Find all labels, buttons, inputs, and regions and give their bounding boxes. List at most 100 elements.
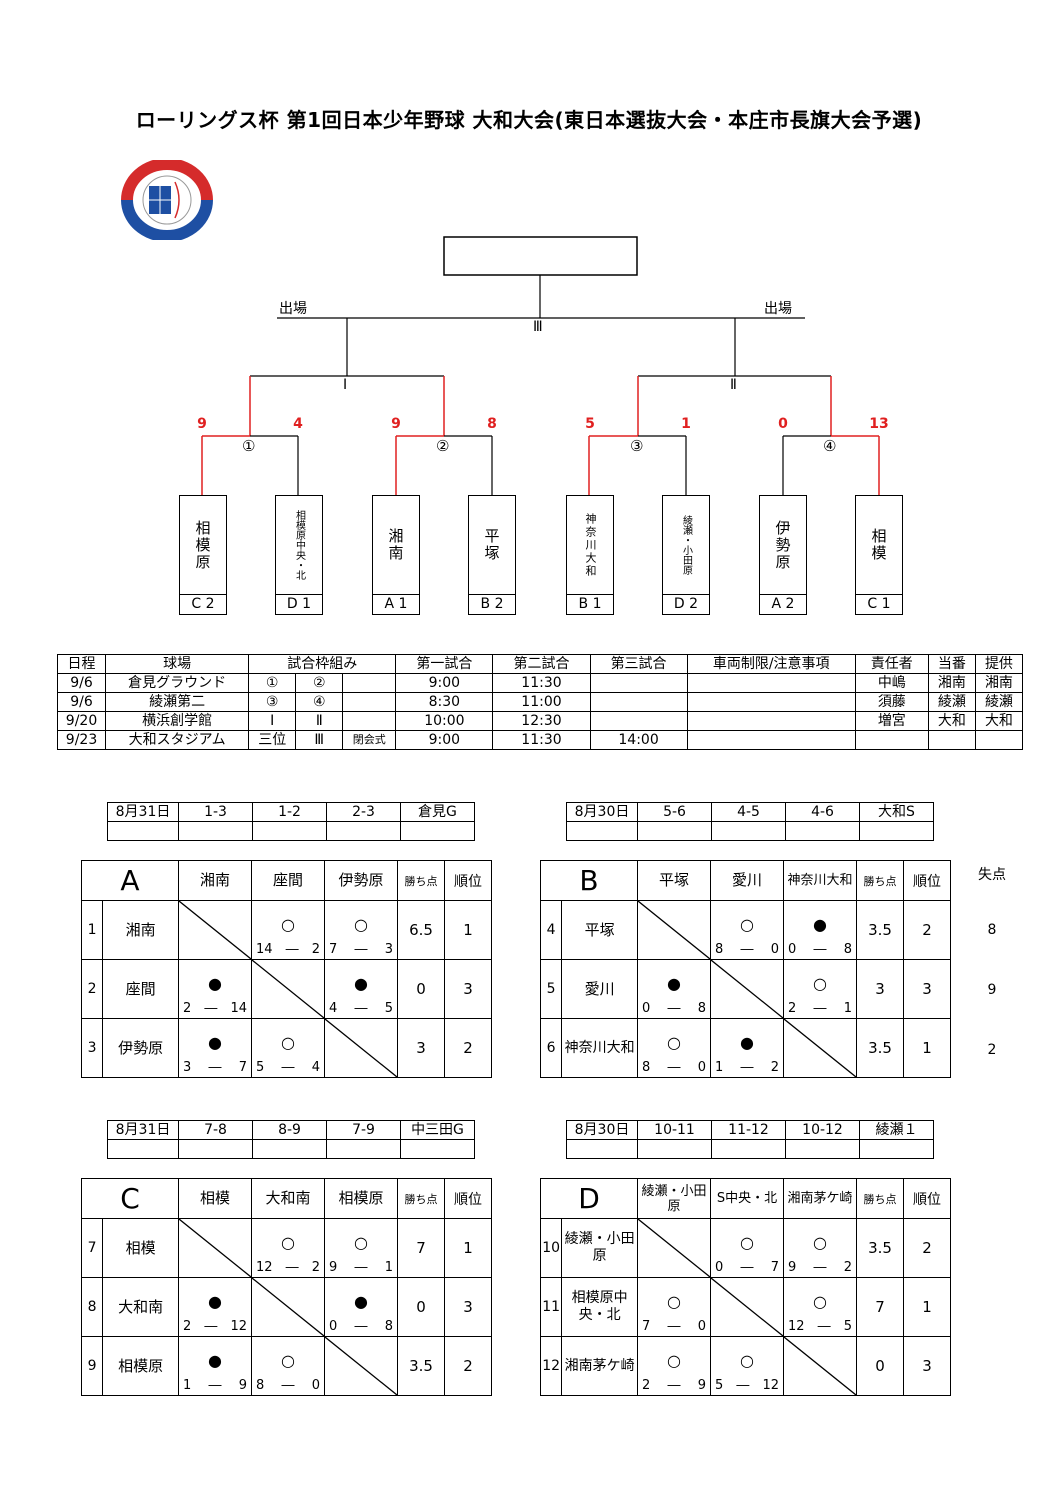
team-rank: 2 bbox=[444, 1018, 492, 1078]
win-mark: ○ bbox=[740, 915, 754, 934]
score-opp: 9 bbox=[697, 1378, 706, 1393]
league-letter: C bbox=[81, 1178, 179, 1219]
score-dash: ― bbox=[667, 1319, 681, 1334]
schedule-header: 球場 bbox=[105, 654, 250, 674]
result-cell: ○8―0 bbox=[637, 1018, 711, 1078]
score-own: 5 bbox=[256, 1060, 265, 1075]
result-cell: ○0―7 bbox=[710, 1218, 784, 1278]
loss-mark: ● bbox=[354, 1292, 368, 1311]
team-points: 3 bbox=[397, 1018, 445, 1078]
game-score: 12―5 bbox=[788, 1319, 852, 1334]
game-score: 2―12 bbox=[183, 1319, 247, 1334]
score-own: 1 bbox=[183, 1378, 192, 1393]
schedule-cell-field: 大和スタジアム bbox=[105, 730, 250, 750]
league-schedule-cell: 1-2 bbox=[252, 802, 327, 822]
team-name: 平塚 bbox=[561, 900, 638, 960]
result-cell: ●2―12 bbox=[178, 1277, 252, 1337]
bracket-team-name: 相模原 bbox=[193, 519, 212, 571]
score-dash: ― bbox=[813, 942, 827, 957]
schedule-cell-prov: 大和 bbox=[974, 711, 1024, 731]
team-rank: 1 bbox=[903, 1277, 951, 1337]
diagonal-cell-line bbox=[179, 901, 251, 959]
team-name: 湘南茅ケ崎 bbox=[561, 1336, 638, 1396]
score-own: 1 bbox=[715, 1060, 724, 1075]
round1-game-label: ② bbox=[436, 437, 450, 455]
league-schedule-empty bbox=[178, 1139, 253, 1159]
score-dash: ― bbox=[740, 1260, 754, 1275]
team-number: 8 bbox=[80, 1277, 104, 1337]
score-opp: 0 bbox=[770, 942, 779, 957]
score-dash: ― bbox=[204, 1001, 218, 1016]
score-dash: ― bbox=[204, 1319, 218, 1334]
score-own: 8 bbox=[715, 942, 724, 957]
team-number: 11 bbox=[539, 1277, 563, 1337]
schedule-cell-m2: Ⅲ bbox=[295, 730, 344, 750]
score-opp: 7 bbox=[238, 1060, 247, 1075]
league-schedule-cell: 8月30日 bbox=[566, 1120, 638, 1140]
loss-mark: ● bbox=[354, 974, 368, 993]
score-opp: 8 bbox=[384, 1319, 393, 1334]
schedule-header: 責任者 bbox=[854, 654, 929, 674]
league-schedule-empty bbox=[785, 821, 860, 841]
schedule-cell-m1: ③ bbox=[248, 692, 297, 712]
schedule-header-row: 日程 球場 試合枠組み 第一試合 第二試合 第三試合 車両制限/注意事項 責任者… bbox=[56, 654, 1024, 674]
result-cell: ●0―8 bbox=[637, 959, 711, 1019]
schedule-cell-date: 9/20 bbox=[56, 711, 107, 731]
score-dash: ― bbox=[813, 1260, 827, 1275]
team-rank: 1 bbox=[444, 900, 492, 960]
score-opp: 3 bbox=[384, 942, 393, 957]
schedule-cell-m1: 三位 bbox=[248, 730, 297, 750]
game-score: 2―9 bbox=[642, 1378, 706, 1393]
bracket-team-name: 神奈川大和 bbox=[584, 512, 597, 578]
game-score: 0―8 bbox=[788, 942, 852, 957]
schedule-cell-m2: ④ bbox=[295, 692, 344, 712]
win-mark: ○ bbox=[281, 1351, 295, 1370]
schedule-cell-t1: 10:00 bbox=[395, 711, 494, 731]
league-schedule-cell: 中三田G bbox=[400, 1120, 475, 1140]
score-opp: 5 bbox=[384, 1001, 393, 1016]
diagonal-cell-line bbox=[711, 1278, 783, 1336]
team-name: 神奈川大和 bbox=[561, 1018, 638, 1078]
schedule-cell-note bbox=[342, 711, 397, 731]
points-header: 勝ち点 bbox=[856, 1178, 904, 1219]
team-number: 6 bbox=[539, 1018, 563, 1078]
league-schedule-cell: 大和S bbox=[859, 802, 934, 822]
league-schedule-empty bbox=[859, 1139, 934, 1159]
loss-mark: ● bbox=[208, 974, 222, 993]
game-score: 0―7 bbox=[715, 1260, 779, 1275]
schedule-cell-m2: ② bbox=[295, 673, 344, 693]
tournament-bracket bbox=[201, 236, 880, 495]
league-col-header: 座間 bbox=[251, 860, 325, 901]
bracket-team-code: C 2 bbox=[180, 594, 226, 614]
league-schedule-empty bbox=[252, 821, 327, 841]
score-dash: ― bbox=[354, 1001, 368, 1016]
schedule-header: 当番 bbox=[927, 654, 976, 674]
score-dash: ― bbox=[667, 1001, 681, 1016]
score-own: 3 bbox=[183, 1060, 192, 1075]
team-points: 0 bbox=[397, 1277, 445, 1337]
schedule-header: 提供 bbox=[974, 654, 1024, 674]
schedule-cell-field: 横浜創学館 bbox=[105, 711, 250, 731]
bracket-team-name: 相模原中央・北 bbox=[293, 510, 305, 580]
game-score: 5―12 bbox=[715, 1378, 779, 1393]
win-mark: ○ bbox=[281, 915, 295, 934]
league-schedule-cell: 綾瀬１ bbox=[859, 1120, 934, 1140]
team-rank: 3 bbox=[903, 1336, 951, 1396]
bracket-team-code: D 1 bbox=[276, 594, 322, 614]
schedule-cell-m2: Ⅱ bbox=[295, 711, 344, 731]
win-mark: ○ bbox=[667, 1351, 681, 1370]
league-schedule-cell: 11-12 bbox=[711, 1120, 786, 1140]
boys-league-logo bbox=[121, 160, 213, 240]
team-number: 5 bbox=[539, 959, 563, 1019]
diagonal-cell-line bbox=[325, 1337, 397, 1395]
league-letter: A bbox=[81, 860, 179, 901]
win-mark: ○ bbox=[740, 1351, 754, 1370]
diagonal-cell-line bbox=[252, 1278, 324, 1336]
team-rank: 3 bbox=[444, 959, 492, 1019]
schedule-cell-prov: 綾瀬 bbox=[974, 692, 1024, 712]
score-own: 0 bbox=[329, 1319, 338, 1334]
